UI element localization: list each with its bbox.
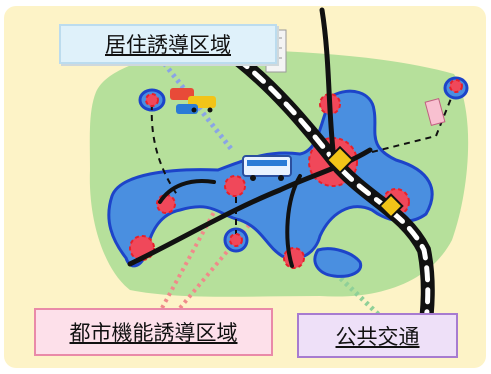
housing-area-label: 居住誘導区域 bbox=[59, 24, 277, 64]
public-transport-label: 公共交通 bbox=[297, 313, 458, 358]
car-cluster-icon bbox=[170, 88, 216, 114]
train-station-icon bbox=[325, 145, 404, 219]
bus-icon bbox=[242, 155, 292, 181]
urban-function-area-label: 都市機能誘導区域 bbox=[34, 308, 273, 356]
urban-dotted-line-1 bbox=[160, 189, 228, 309]
